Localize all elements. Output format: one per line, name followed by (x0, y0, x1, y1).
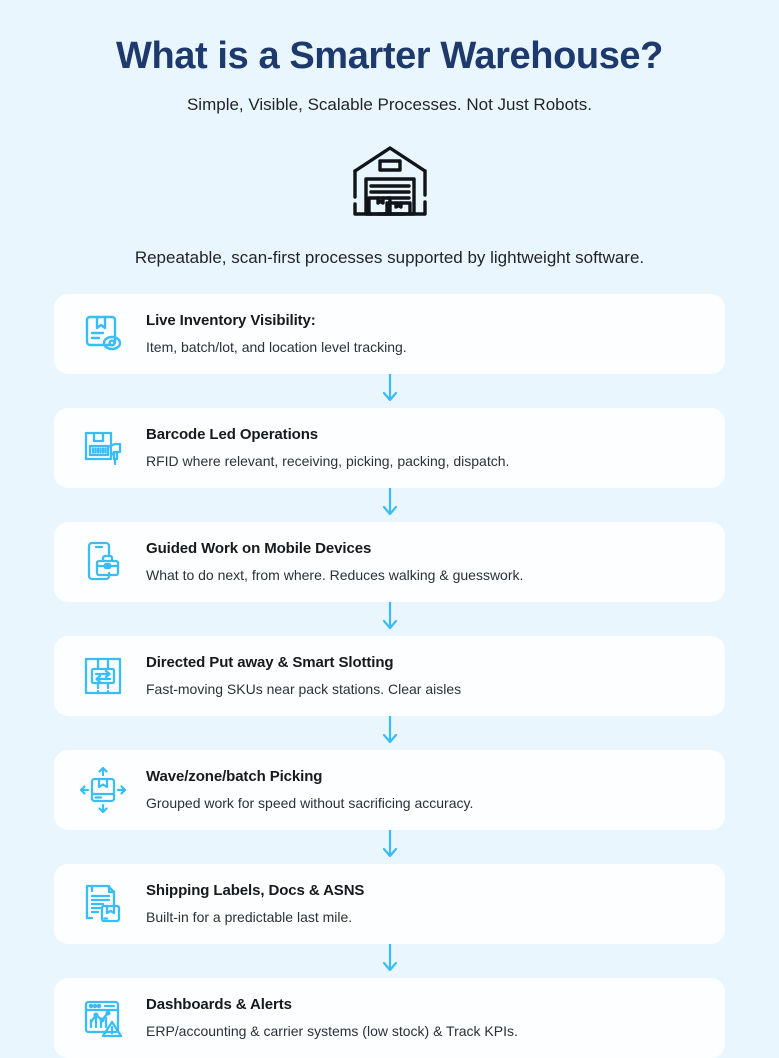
card-title: Directed Put away & Smart Slotting (146, 654, 394, 672)
card-text: Shipping Labels, Docs & ASNS Built-in fo… (146, 881, 364, 926)
hero-caption: Repeatable, scan-first processes support… (134, 247, 645, 267)
flow-connector (54, 943, 725, 978)
arrow-down-icon (382, 943, 398, 978)
mobile-device-briefcase-icon (76, 535, 130, 589)
card-text: Guided Work on Mobile Devices What to do… (146, 539, 523, 584)
card-title: Live Inventory Visibility: (146, 312, 316, 330)
process-step-card[interactable]: Barcode Led Operations RFID where releva… (54, 407, 725, 488)
arrow-down-icon (382, 601, 398, 636)
arrow-down-icon (382, 715, 398, 750)
page-title: What is a Smarter Warehouse? (116, 35, 663, 77)
card-title: Guided Work on Mobile Devices (146, 540, 372, 558)
card-description: Built-in for a predictable last mile. (146, 908, 353, 925)
flow-connector (54, 601, 725, 636)
shipping-documents-icon (76, 877, 130, 931)
page-subtitle: Simple, Visible, Scalable Processes. Not… (186, 94, 593, 114)
card-text: Dashboards & Alerts ERP/accounting & car… (146, 995, 518, 1040)
card-description: Grouped work for speed without sacrifici… (146, 794, 474, 811)
process-step-card[interactable]: Shipping Labels, Docs & ASNS Built-in fo… (54, 863, 725, 944)
process-step-card[interactable]: Dashboards & Alerts ERP/accounting & car… (54, 977, 725, 1058)
process-step-card[interactable]: Live Inventory Visibility: Item, batch/l… (54, 293, 725, 374)
arrow-down-icon (382, 829, 398, 864)
package-visibility-icon (76, 307, 130, 361)
card-title: Dashboards & Alerts (146, 996, 292, 1014)
process-step-card[interactable]: Wave/zone/batch Picking Grouped work for… (54, 749, 725, 830)
flow-connector (54, 373, 725, 408)
card-description: Fast-moving SKUs near pack stations. Cle… (146, 680, 462, 697)
barcode-scanner-icon (76, 421, 130, 475)
card-title: Barcode Led Operations (146, 426, 319, 444)
card-text: Directed Put away & Smart Slotting Fast-… (146, 653, 461, 698)
arrow-down-icon (382, 487, 398, 522)
warehouse-building-icon (349, 141, 431, 226)
card-title: Shipping Labels, Docs & ASNS (146, 882, 365, 900)
card-description: Item, batch/lot, and location level trac… (146, 338, 407, 355)
flow-connector (54, 829, 725, 864)
process-step-card[interactable]: Directed Put away & Smart Slotting Fast-… (54, 635, 725, 716)
card-text: Live Inventory Visibility: Item, batch/l… (146, 311, 407, 356)
header: What is a Smarter Warehouse? Simple, Vis… (0, 0, 779, 115)
dashboard-alerts-icon (76, 991, 130, 1045)
card-description: ERP/accounting & carrier systems (low st… (146, 1022, 518, 1039)
card-title: Wave/zone/batch Picking (146, 768, 323, 786)
directed-putaway-exchange-icon (76, 649, 130, 703)
flow-connector (54, 487, 725, 522)
card-text: Wave/zone/batch Picking Grouped work for… (146, 767, 473, 812)
package-four-arrows-icon (76, 763, 130, 817)
card-text: Barcode Led Operations RFID where releva… (146, 425, 509, 470)
card-description: What to do next, from where. Reduces wal… (146, 566, 524, 583)
arrow-down-icon (382, 373, 398, 408)
process-step-card[interactable]: Guided Work on Mobile Devices What to do… (54, 521, 725, 602)
card-description: RFID where relevant, receiving, picking,… (146, 452, 510, 469)
flow-connector (54, 715, 725, 750)
hero-icon-container (0, 141, 779, 226)
process-flow-list: Live Inventory Visibility: Item, batch/l… (0, 293, 779, 1058)
